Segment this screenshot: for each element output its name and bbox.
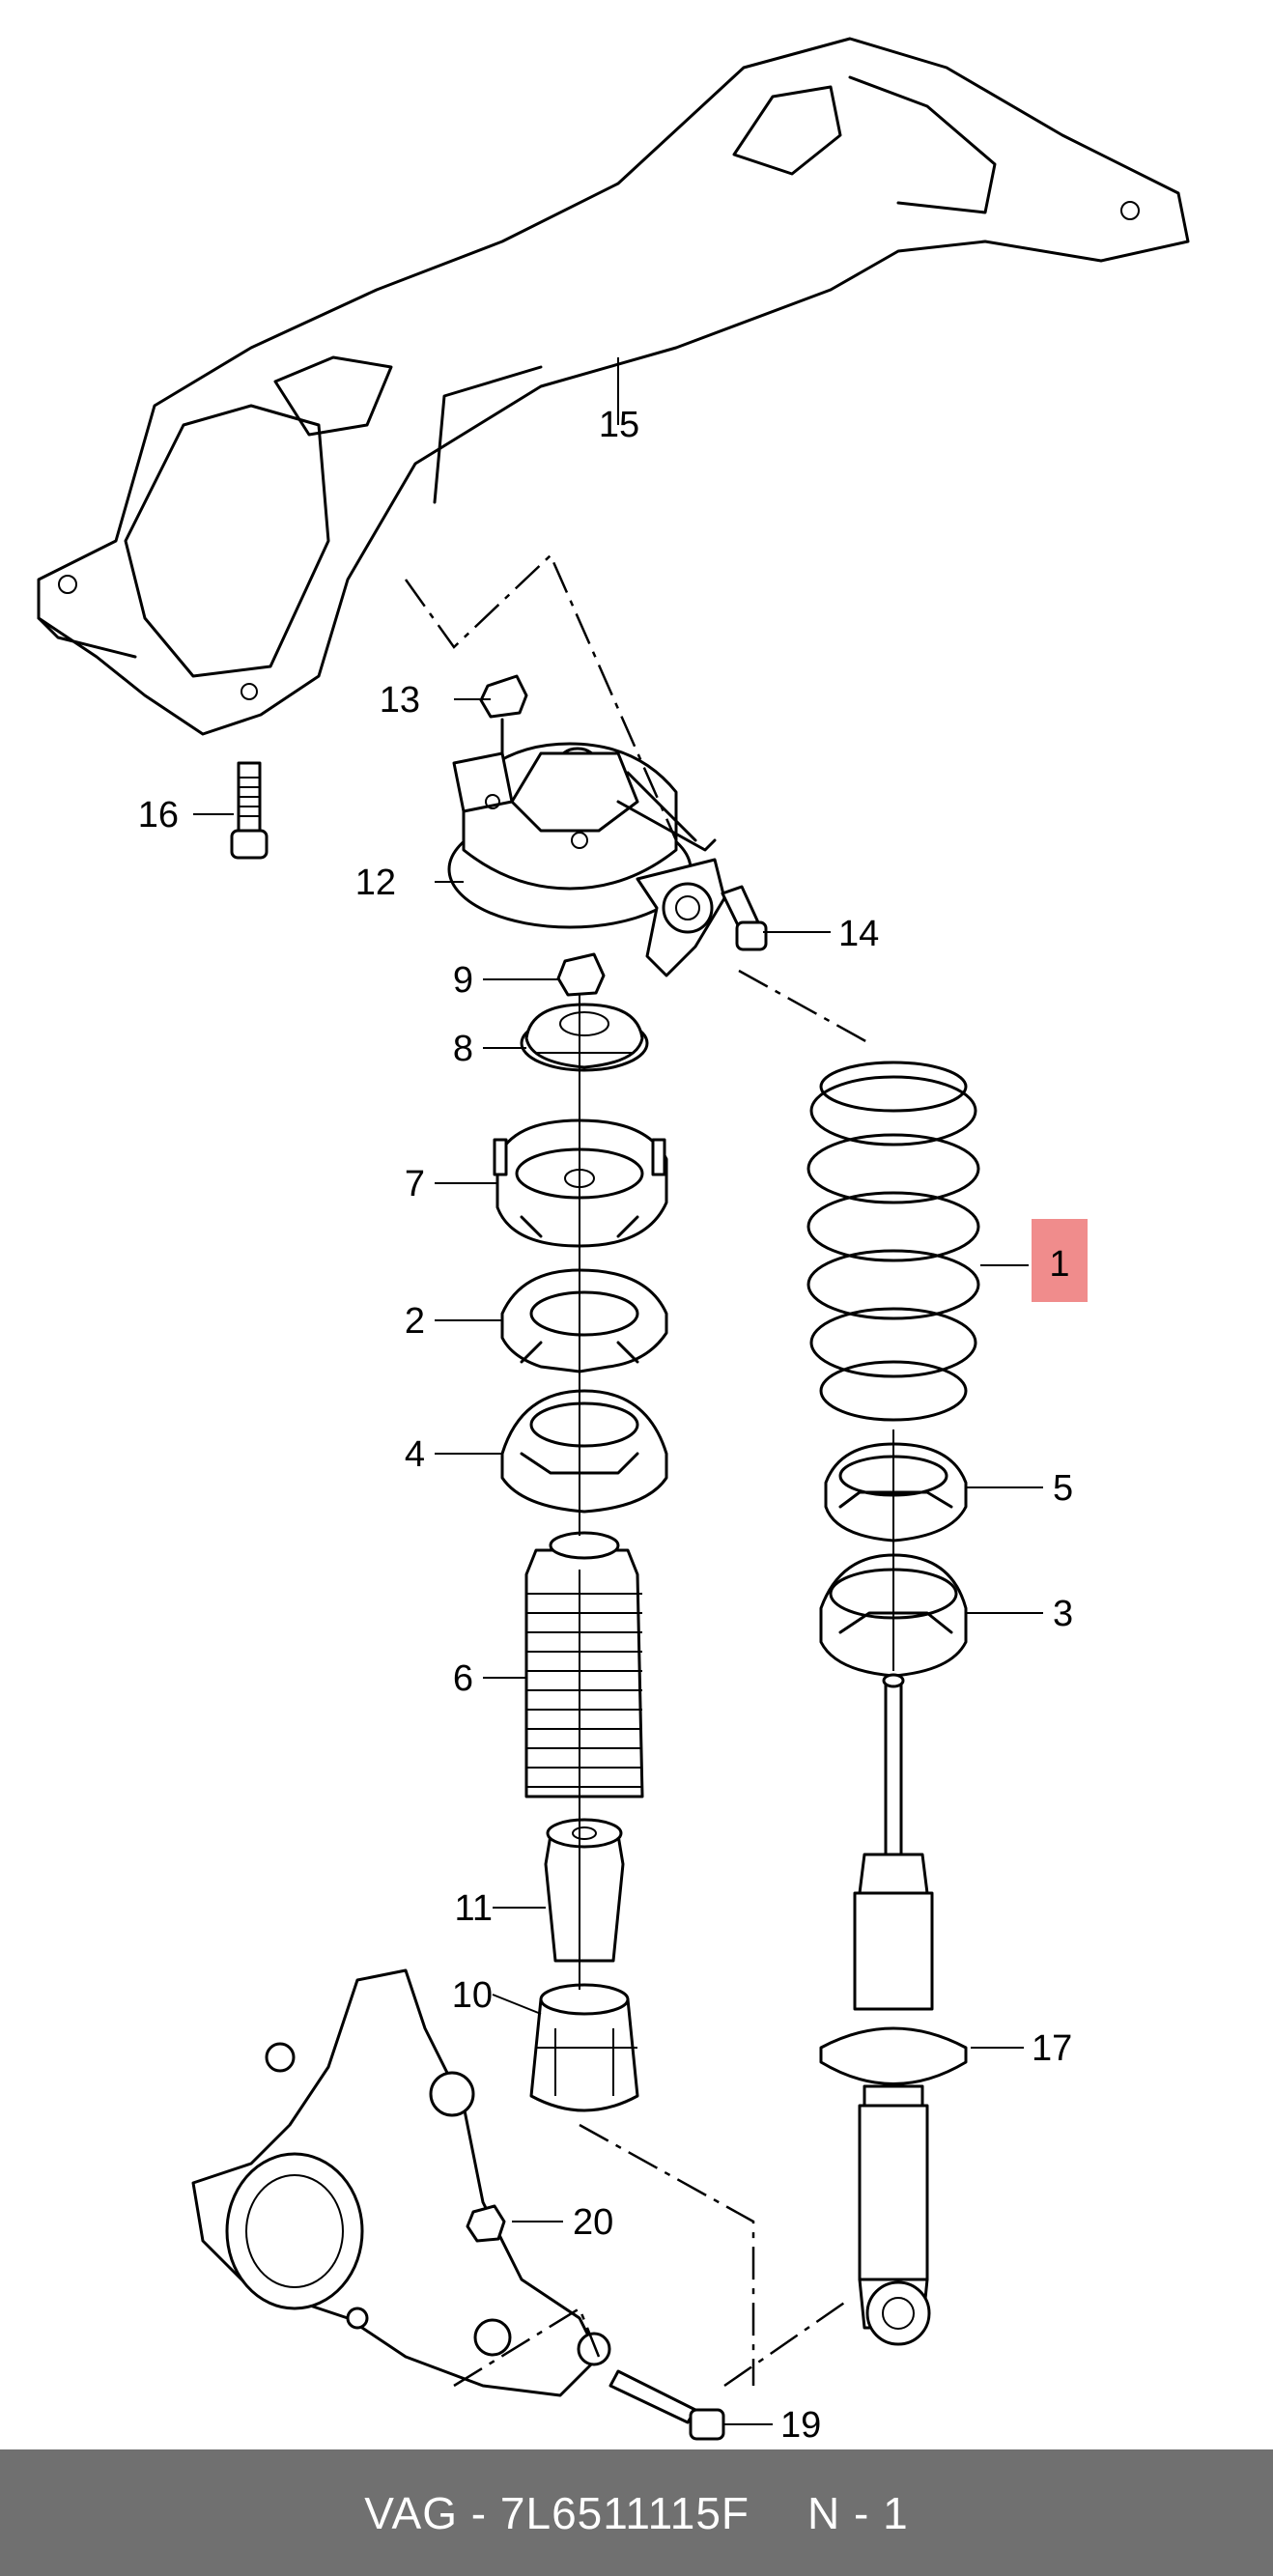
subframe-part-15	[37, 37, 1190, 736]
callout-17: 17	[1032, 2028, 1072, 2069]
callout-11: 11	[455, 1888, 493, 1929]
rubber-pad-part-4	[500, 1389, 668, 1514]
bearing-part-8	[520, 1003, 649, 1072]
shock-absorber-part-17	[819, 1673, 968, 2346]
protective-cap-part-10	[529, 1983, 639, 2112]
nut-part-9	[556, 952, 606, 997]
callout-12: 12	[355, 863, 396, 903]
callout-19: 19	[780, 2405, 821, 2446]
callout-16: 16	[138, 795, 179, 835]
callout-10: 10	[452, 1975, 493, 2016]
callout-15: 15	[599, 405, 639, 445]
bolt-part-14	[721, 885, 768, 951]
part-number-footer: VAG - 7L6511115F N - 1	[0, 2449, 1273, 2576]
callout-8: 8	[453, 1029, 473, 1069]
callout-leader-lines	[193, 357, 1043, 2425]
bolt-part-16	[230, 761, 269, 860]
spring-pad-part-2	[500, 1268, 668, 1373]
callout-6: 6	[453, 1658, 473, 1699]
bolt-part-19	[608, 2369, 725, 2441]
callout-1: 1	[1049, 1244, 1069, 1285]
footer-separator: -	[458, 2487, 500, 2538]
callout-4: 4	[405, 1434, 425, 1475]
callout-2: 2	[405, 1301, 425, 1342]
callout-20: 20	[573, 2202, 613, 2243]
coil-spring-part-1	[806, 1061, 980, 1422]
dust-boot-part-6	[524, 1531, 644, 1798]
nut-part-13	[479, 674, 528, 775]
bump-stop-part-11	[544, 1818, 625, 1963]
callout-7: 7	[405, 1164, 425, 1204]
callout-1-highlight	[1032, 1219, 1088, 1302]
nut-part-20	[466, 2204, 506, 2243]
exploded-parts-diagram: 1 2 3 4 5 6 7 8 9 10 11 12 13 14 15 16 1…	[37, 37, 1190, 2446]
callout-14: 14	[838, 914, 879, 954]
footer-part-number: 7L6511115F	[499, 2487, 750, 2538]
footer-brand: VAG	[364, 2487, 459, 2538]
callout-3: 3	[1053, 1594, 1073, 1634]
callout-9: 9	[453, 960, 473, 1001]
wheel-hub-carrier	[191, 1968, 611, 2397]
spring-pad-part-5	[824, 1442, 968, 1543]
footer-sheet: N - 1	[807, 2487, 909, 2538]
assembly-lines	[404, 552, 894, 2388]
callout-5: 5	[1053, 1468, 1073, 1509]
strut-mount-part-12	[447, 742, 726, 977]
callout-13: 13	[380, 680, 420, 721]
